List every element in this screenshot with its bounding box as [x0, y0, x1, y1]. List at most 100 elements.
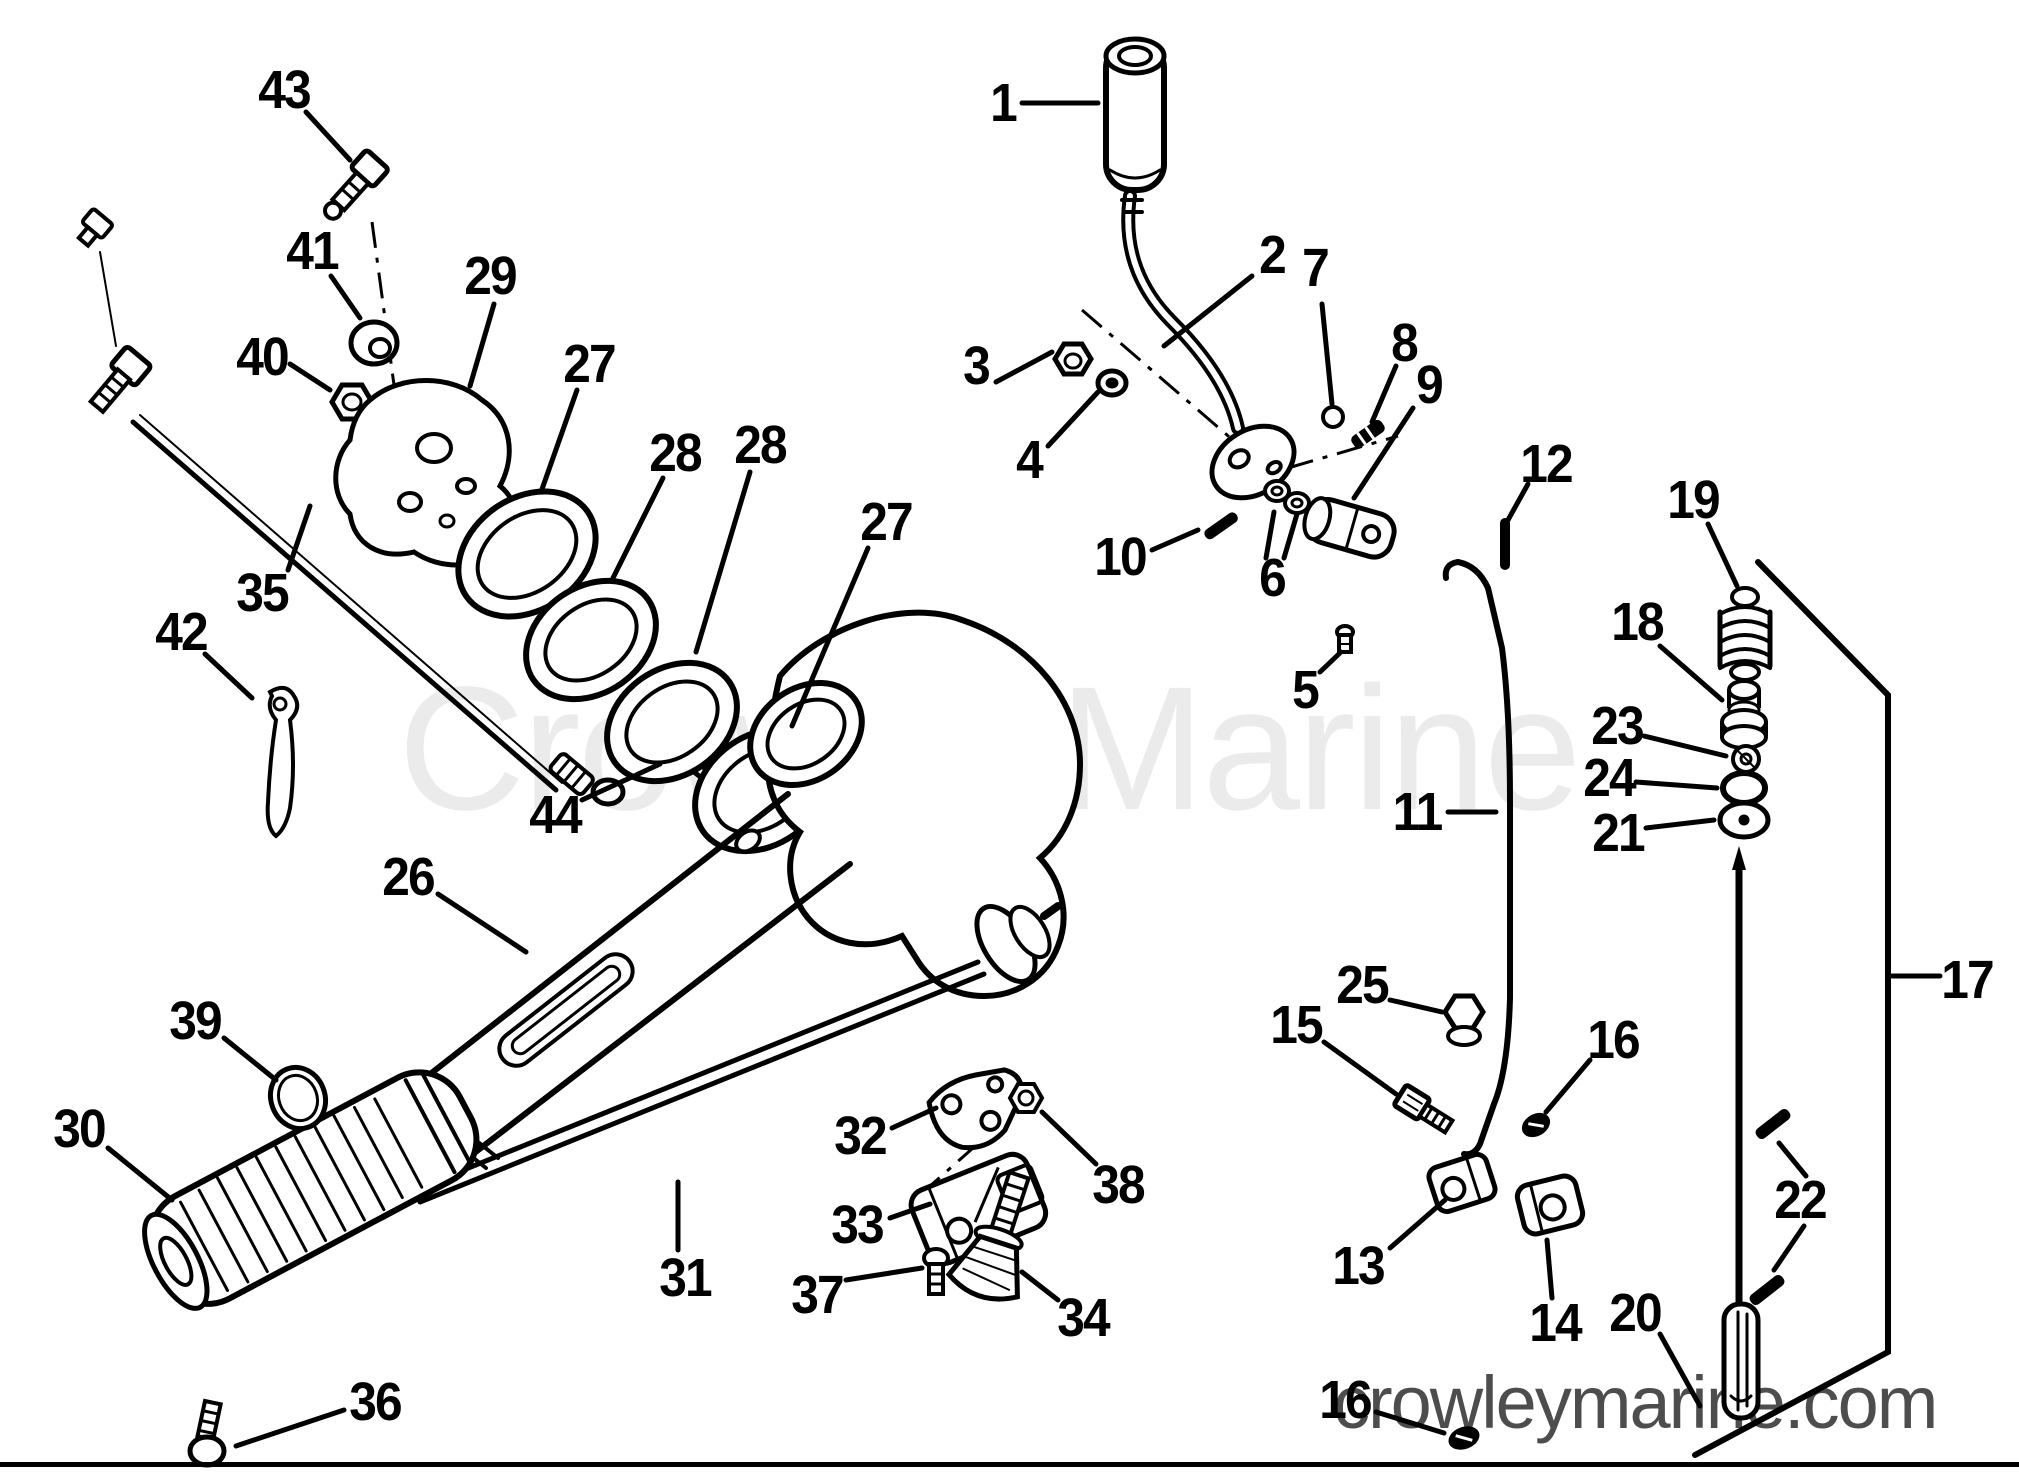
grip-30-part — [142, 1069, 480, 1311]
callout-label-40: 40 — [236, 327, 289, 387]
leader-line-10 — [1149, 527, 1201, 553]
seal-ring-28a-part — [523, 577, 659, 703]
callout-label-19: 19 — [1667, 470, 1720, 530]
clip-16a-part — [1521, 1112, 1551, 1138]
callout-label-31: 31 — [659, 1248, 712, 1308]
callout-label-17: 17 — [1941, 950, 1994, 1010]
callout-label-11: 11 — [1392, 782, 1444, 842]
grease-fitting-43-part — [322, 148, 390, 221]
callout-label-38: 38 — [1092, 1155, 1145, 1215]
callout-label-36: 36 — [349, 1372, 402, 1432]
spring-pin-8-part — [1351, 419, 1385, 449]
callout-label-12: 12 — [1520, 434, 1573, 494]
screw-37-part — [922, 1247, 950, 1296]
swivel-9-part — [1302, 496, 1397, 560]
leader-line-22 — [1771, 1223, 1807, 1273]
callout-label-14: 14 — [1529, 1293, 1582, 1353]
washer-7-part — [1321, 405, 1345, 429]
callout-label-13: 13 — [1332, 1236, 1385, 1296]
bolt-15-part — [1392, 1083, 1456, 1136]
screw-36-part — [187, 1398, 227, 1468]
bushing-18-part — [1720, 679, 1768, 750]
washer-4-part — [1095, 368, 1129, 398]
callout-label-22: 22 — [1774, 1170, 1827, 1230]
bracket-17-part — [1692, 559, 1891, 1458]
leader-line-6 — [1281, 511, 1300, 561]
link-rod-11-part — [1442, 558, 1513, 1158]
callout-label-29: 29 — [464, 246, 517, 306]
callout-leader-lines — [105, 100, 1943, 1449]
leader-line-33 — [887, 1201, 933, 1221]
spring-19-part — [1717, 586, 1773, 682]
callout-label-16: 16 — [1319, 1370, 1372, 1430]
leader-line-9 — [1351, 405, 1416, 501]
callout-label-4: 4 — [1016, 430, 1044, 490]
leader-line-7 — [1319, 301, 1335, 407]
washer-21-part — [1717, 800, 1771, 840]
leader-line-16 — [1373, 1409, 1447, 1436]
callout-label-44: 44 — [529, 785, 582, 845]
leader-line-36 — [233, 1407, 347, 1449]
leader-line-19 — [1705, 521, 1740, 589]
tiller-housing-26-part — [368, 609, 1084, 1190]
leader-line-22 — [1776, 1140, 1809, 1179]
leader-line-8 — [1369, 363, 1399, 425]
clip-42-part — [265, 685, 300, 839]
callout-label-10: 10 — [1094, 527, 1147, 587]
clip-16b-part — [1448, 1426, 1480, 1450]
locknut-38-part — [1007, 1082, 1045, 1114]
callout-label-34: 34 — [1057, 1288, 1110, 1348]
leader-line-26 — [435, 891, 529, 955]
leader-line-6 — [1263, 509, 1277, 561]
throttle-cable-35 — [76, 207, 626, 807]
callout-label-24: 24 — [1583, 748, 1636, 808]
leader-line-30 — [105, 1145, 175, 1203]
leader-line-24 — [1633, 779, 1720, 791]
leader-line-15 — [1321, 1039, 1399, 1097]
callout-label-23: 23 — [1591, 696, 1644, 756]
callout-label-30: 30 — [53, 1099, 106, 1159]
callout-label-42: 42 — [155, 602, 208, 662]
cable-clamp-13-part — [1426, 1151, 1498, 1215]
leader-line-28 — [610, 475, 666, 581]
leader-line-25 — [1387, 997, 1445, 1015]
callout-label-2: 2 — [1259, 225, 1287, 285]
leader-line-3 — [993, 349, 1055, 385]
callout-label-6: 6 — [1259, 548, 1287, 608]
starter-rod-20-part — [1721, 846, 1761, 1421]
leader-line-13 — [1387, 1197, 1448, 1251]
leader-line-20 — [1657, 1331, 1703, 1409]
leader-line-35 — [285, 503, 313, 573]
callout-label-18: 18 — [1611, 592, 1664, 652]
leader-line-4 — [1045, 389, 1101, 449]
leader-line-14 — [1544, 1237, 1555, 1301]
grip-1-part — [1103, 36, 1167, 193]
callout-label-28: 28 — [649, 423, 702, 483]
callout-label-25: 25 — [1336, 955, 1389, 1015]
pin-10-part — [1204, 512, 1238, 540]
leader-line-28 — [693, 469, 753, 655]
callout-label-32: 32 — [834, 1106, 887, 1166]
callout-label-28: 28 — [734, 415, 787, 475]
oring-39-part — [268, 1064, 328, 1132]
callout-label-21: 21 — [1592, 803, 1645, 863]
leader-line-40 — [287, 361, 333, 393]
leader-line-39 — [221, 1035, 279, 1083]
leader-line-18 — [1657, 643, 1725, 703]
callout-label-43: 43 — [258, 60, 311, 120]
callout-label-16: 16 — [1587, 1010, 1640, 1070]
leader-line-12 — [1505, 481, 1531, 523]
callout-label-20: 20 — [1609, 1283, 1662, 1343]
leader-line-21 — [1643, 817, 1717, 831]
callout-label-5: 5 — [1292, 660, 1320, 720]
callout-label-3: 3 — [963, 336, 991, 396]
seal-ring-28b-part — [604, 659, 740, 785]
leader-line-27 — [789, 545, 871, 729]
callout-label-33: 33 — [831, 1195, 884, 1255]
pin-12-part — [1500, 518, 1510, 570]
callout-label-9: 9 — [1416, 355, 1444, 415]
throttle-shaft-31-part — [411, 902, 1062, 1205]
